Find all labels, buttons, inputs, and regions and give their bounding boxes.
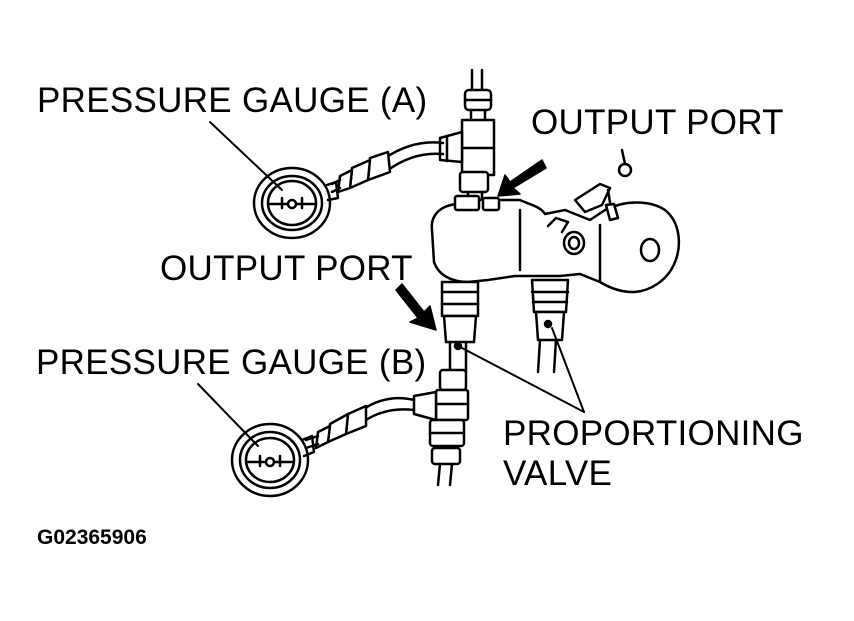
output-port-top-label: OUTPUT PORT: [531, 103, 784, 142]
right-outlet-line: [530, 278, 570, 374]
pressure-gauge-a: [252, 166, 340, 240]
proportioning-valve-label: PROPORTIONING VALVE: [503, 414, 804, 494]
output-port-mid-label: OUTPUT PORT: [160, 249, 413, 288]
leader-gauge-a: [209, 121, 283, 191]
leader-gauge-b: [197, 383, 259, 447]
leader-proportioning-right: [551, 327, 585, 413]
pressure-gauge-b: [230, 422, 316, 498]
figure-id: G02365906: [37, 526, 147, 549]
gauge-a-hose: [330, 141, 445, 194]
leader-proportioning-left: [461, 347, 585, 413]
proportioning-valve-body: [430, 148, 681, 294]
output-port-arrow-mid: [395, 283, 437, 331]
output-port-arrow-top: [497, 159, 547, 197]
proportioning-label-line2: VALVE: [503, 454, 613, 493]
gauge-b-hose: [304, 396, 416, 450]
pressure-gauge-a-label: PRESSURE GAUGE (A): [37, 81, 428, 120]
proportioning-label-line1: PROPORTIONING: [503, 414, 804, 453]
upper-brake-line: [460, 68, 496, 177]
leader-lines: [197, 121, 585, 447]
pressure-gauge-b-label: PRESSURE GAUGE (B): [36, 343, 427, 382]
gauge-a-tee-fitting: [438, 130, 490, 208]
lower-brake-line: [412, 280, 480, 487]
